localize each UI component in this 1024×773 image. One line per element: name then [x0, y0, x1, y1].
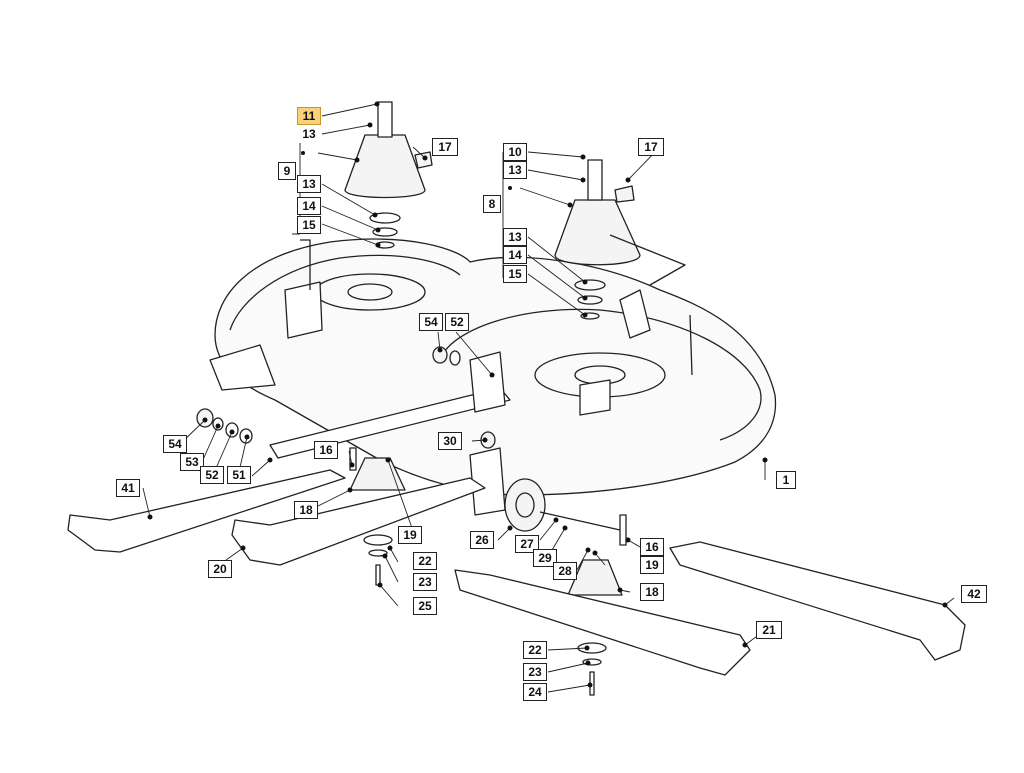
- callout-22-b[interactable]: 22: [523, 641, 547, 659]
- callout-13-a[interactable]: 13: [297, 125, 321, 143]
- callout-8[interactable]: 8: [483, 195, 501, 213]
- callout-27[interactable]: 27: [515, 535, 539, 553]
- left-spindle: [344, 134, 426, 199]
- callout-1[interactable]: 1: [776, 471, 796, 489]
- callout-13-d[interactable]: 13: [503, 228, 527, 246]
- callout-24[interactable]: 24: [523, 683, 547, 701]
- callout-22-a[interactable]: 22: [413, 552, 437, 570]
- callout-23-b[interactable]: 23: [523, 663, 547, 681]
- callout-29[interactable]: 29: [533, 549, 557, 567]
- callout-18-b[interactable]: 18: [640, 583, 664, 601]
- callout-17-a[interactable]: 17: [432, 138, 458, 156]
- callout-19-a[interactable]: 19: [398, 526, 422, 544]
- callout-25[interactable]: 25: [413, 597, 437, 615]
- callout-42[interactable]: 42: [961, 585, 987, 603]
- callout-14-a[interactable]: 14: [297, 197, 321, 215]
- callout-14-b[interactable]: 14: [503, 246, 527, 264]
- callout-54-b[interactable]: 54: [163, 435, 187, 453]
- callout-10[interactable]: 10: [503, 143, 527, 161]
- callout-16-a[interactable]: 16: [314, 441, 338, 459]
- callout-28[interactable]: 28: [553, 562, 577, 580]
- callout-21[interactable]: 21: [756, 621, 782, 639]
- blade-41: [67, 469, 346, 553]
- callout-52-b[interactable]: 52: [200, 466, 224, 484]
- callout-11[interactable]: 11: [297, 107, 321, 125]
- callout-20[interactable]: 20: [208, 560, 232, 578]
- callout-26[interactable]: 26: [470, 531, 494, 549]
- callout-13-b[interactable]: 13: [297, 175, 321, 193]
- right-spindle: [554, 199, 641, 266]
- callout-9[interactable]: 9: [278, 162, 296, 180]
- callout-23-a[interactable]: 23: [413, 573, 437, 591]
- callout-19-b[interactable]: 19: [640, 556, 664, 574]
- callout-53[interactable]: 53: [180, 453, 204, 471]
- callout-16-b[interactable]: 16: [640, 538, 664, 556]
- callout-15-b[interactable]: 15: [503, 265, 527, 283]
- lift-rod: [269, 387, 511, 459]
- callout-30[interactable]: 30: [438, 432, 462, 450]
- callout-54-a[interactable]: 54: [419, 313, 443, 331]
- callout-52-a[interactable]: 52: [445, 313, 469, 331]
- callout-13-c[interactable]: 13: [503, 161, 527, 179]
- callout-51[interactable]: 51: [227, 466, 251, 484]
- callout-18-a[interactable]: 18: [294, 501, 318, 519]
- callout-17-b[interactable]: 17: [638, 138, 664, 156]
- blade-42: [669, 541, 966, 661]
- callout-15-a[interactable]: 15: [297, 216, 321, 234]
- blade-21: [454, 569, 751, 676]
- callout-41[interactable]: 41: [116, 479, 140, 497]
